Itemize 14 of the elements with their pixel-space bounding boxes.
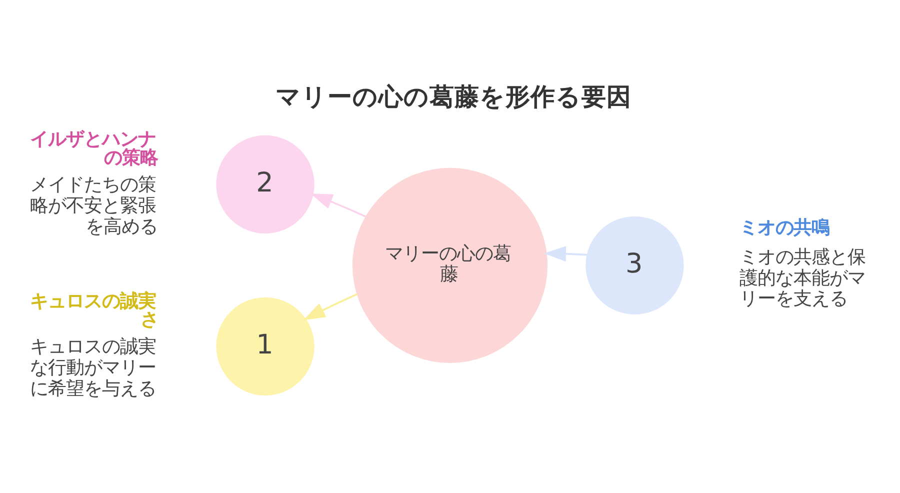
node-circle: マリーの心の葛藤: [352, 167, 548, 362]
node-circle: 3: [586, 216, 684, 314]
node-circle: 1: [216, 296, 314, 396]
node-label: キュロスの誠実さ: [30, 290, 159, 330]
arrow: [544, 246, 588, 262]
arrow: [310, 192, 366, 217]
node-circle: 2: [216, 134, 314, 233]
node-label: ミオの共感と保護的な本能がマリーを支える: [740, 246, 866, 310]
node-label: イルザとハンナの策略: [30, 128, 158, 168]
diagram-title: マリーの心の葛藤を形作る要因: [276, 82, 632, 111]
node-label: キュロスの誠実な行動がマリーに希望を与える: [30, 336, 156, 399]
node-label: メイドたちの策略が不安と緊張を高める: [30, 174, 158, 237]
node-label: ミオの共鳴: [740, 217, 830, 238]
arrow: [303, 292, 358, 320]
